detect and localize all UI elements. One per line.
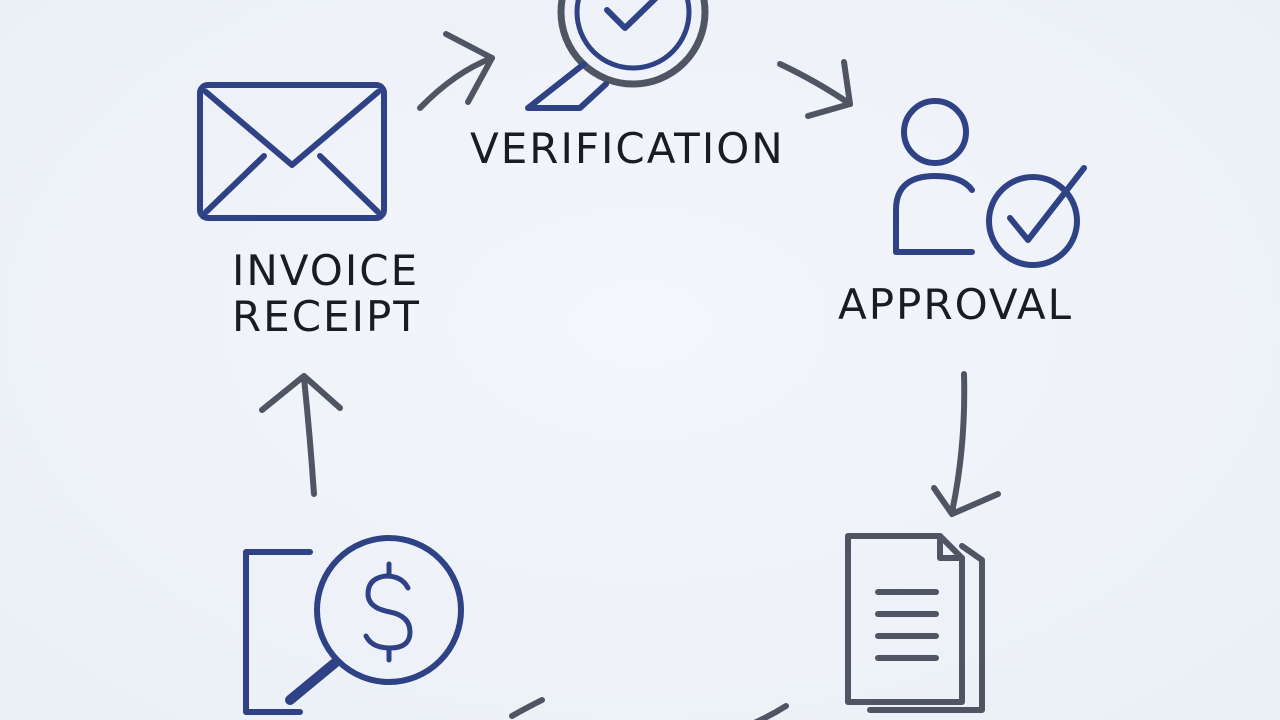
arrow-document-to-payment — [509, 697, 789, 720]
arrow-verification-to-approval — [777, 59, 853, 119]
arrow-approval-to-document — [931, 371, 1001, 517]
document-icon — [845, 533, 985, 713]
verification-label: VERIFICATION — [470, 126, 785, 172]
invoice-receipt-label: INVOICE RECEIPT — [232, 248, 421, 340]
payment-magnifier-icon — [243, 535, 464, 715]
approval-label-line-1: APPROVAL — [838, 280, 1074, 329]
invoice-receipt-label-line-2: RECEIPT — [232, 292, 421, 341]
envelope-icon — [197, 82, 387, 221]
arrow-payment-to-invoice — [259, 373, 343, 497]
verification-label-line-1: VERIFICATION — [470, 124, 785, 173]
user-check-icon — [893, 98, 1087, 268]
magnifier-check-icon — [525, 0, 709, 111]
approval-label: APPROVAL — [838, 282, 1073, 328]
invoice-receipt-label-line-1: INVOICE — [232, 246, 420, 295]
arrow-invoice-to-verification — [417, 31, 495, 111]
